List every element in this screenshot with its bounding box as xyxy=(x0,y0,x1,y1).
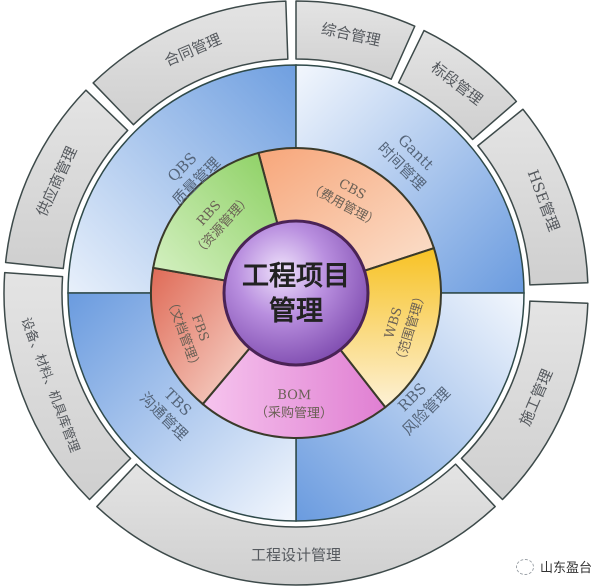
outer-label-design: 工程设计管理 xyxy=(251,546,341,564)
outer-tab-design[interactable] xyxy=(96,463,496,586)
watermark-text: 山东盈台 xyxy=(539,561,592,576)
inner-code-bom: BOM xyxy=(277,388,311,404)
center-title-line1: 工程项目 xyxy=(242,261,350,292)
outer-tab-hse[interactable] xyxy=(477,108,589,286)
outer-tab-construction[interactable] xyxy=(460,300,589,501)
outer-tab-bid-section[interactable] xyxy=(397,29,518,141)
outer-tab-supplier[interactable] xyxy=(4,89,129,270)
center-circle[interactable] xyxy=(222,219,370,367)
outer-ring: 合同管理综合管理标段管理HSE管理施工管理工程设计管理设备、材料、机具库管理供应… xyxy=(3,0,589,586)
wechat-icon xyxy=(515,558,534,575)
inner-ring: CBS（费用管理）WBS（范围管理）BOM（采购管理）FBS（文档管理）RBS（… xyxy=(150,147,442,439)
outer-tab-equipment[interactable] xyxy=(3,271,132,501)
inner-label-group-bom: BOM（采购管理） xyxy=(255,388,333,422)
inner-label-bom: （采购管理） xyxy=(255,404,333,421)
outer-tab-contract[interactable] xyxy=(92,0,289,126)
outer-tab-integration[interactable] xyxy=(295,0,416,80)
watermark: 山东盈台 xyxy=(515,557,592,576)
quadrant-labels: QBS 质量管理 Gantt 时间管理 RBS 风险管理 TBS 沟通管理 xyxy=(136,131,454,444)
center-title-line2: 管理 xyxy=(269,296,323,327)
